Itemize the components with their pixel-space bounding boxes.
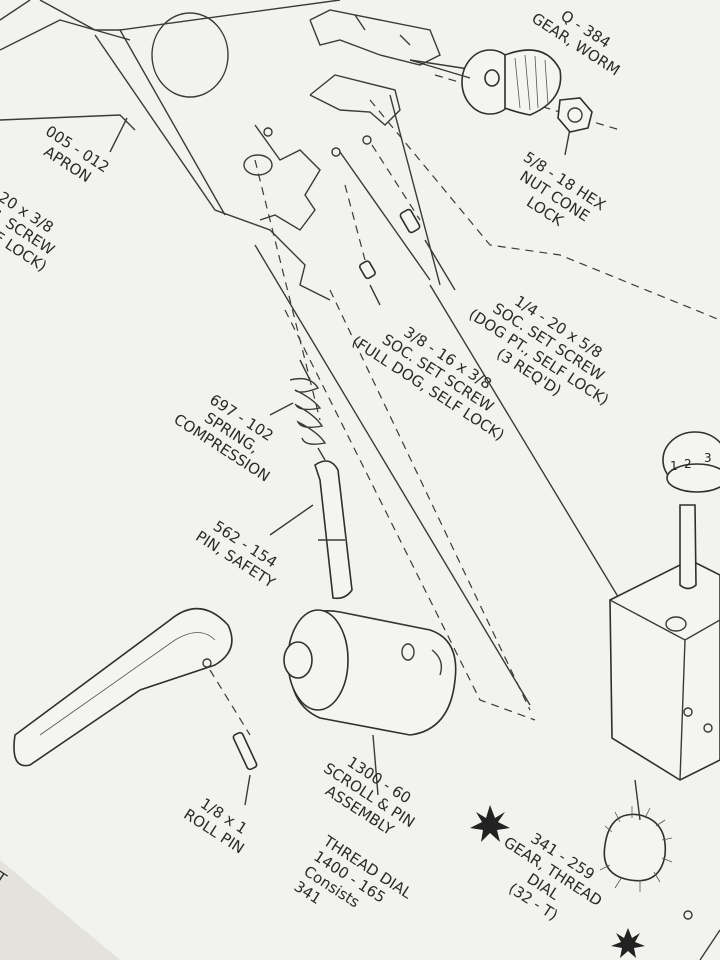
dial-numeral: 3 — [704, 451, 712, 465]
star-marker-icon — [470, 805, 510, 842]
bracket-block — [243, 124, 372, 231]
paper-shadow — [0, 860, 120, 960]
dial-assembly — [609, 431, 720, 781]
apron-plate — [0, 0, 441, 301]
scroll-pin-assembly — [283, 609, 457, 736]
handle-lever — [13, 607, 233, 767]
spring — [289, 359, 327, 461]
thread-dial-gear — [599, 779, 720, 960]
roll-pin — [232, 731, 258, 771]
star-marker-icon — [611, 928, 645, 958]
dial-numeral: 1 — [670, 459, 678, 473]
dial-numeral: 2 — [684, 457, 692, 471]
safety-pin — [314, 460, 353, 600]
star-markers — [470, 805, 645, 958]
explosion-lines — [209, 74, 720, 736]
set-screws — [339, 151, 431, 281]
hex-nut — [557, 97, 593, 133]
worm-gear — [409, 49, 562, 116]
dial-numerals: 3 2 1 — [670, 451, 712, 473]
